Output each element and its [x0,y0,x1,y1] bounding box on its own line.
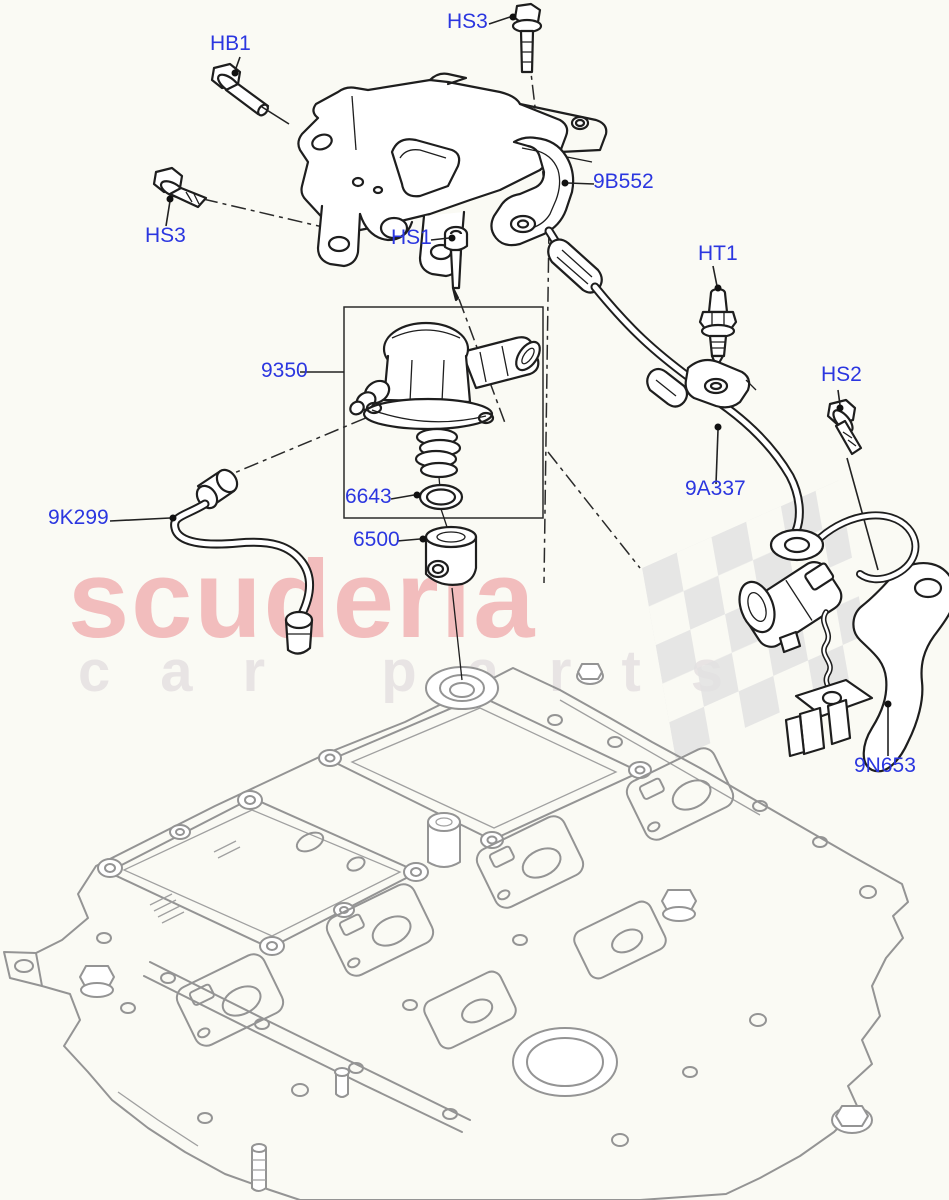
label-leaders [109,13,892,756]
part-label-ht1[interactable]: HT1 [698,242,738,265]
bolt-hs2 [826,398,879,571]
high-pressure-fuel-pump [349,321,541,490]
bracket-9b552 [490,136,575,247]
part-label-9a337[interactable]: 9A337 [685,477,746,500]
purge-valve-assembly [738,511,949,773]
sensor-ht1 [698,287,738,387]
part-label-hs3-left[interactable]: HS3 [145,224,186,247]
part-label-9350[interactable]: 9350 [261,359,308,382]
part-label-9k299[interactable]: 9K299 [48,506,109,529]
part-label-6643[interactable]: 6643 [345,485,392,508]
fuel-pipe-9k299 [170,468,314,655]
manifold-fasteners [79,889,873,1192]
bolt-hb1 [210,62,290,125]
manifold-holes [96,714,877,1147]
part-label-hs1[interactable]: HS1 [391,226,432,249]
part-label-hs2[interactable]: HS2 [821,363,862,386]
watermark-tagline: car parts [78,639,774,704]
part-label-9n653[interactable]: 9N653 [854,754,916,777]
manifold-stub [427,812,461,868]
bolt-hs3-left [152,166,208,209]
spacer-6500 [424,525,478,681]
o-ring-6643 [418,483,464,528]
part-label-9b552[interactable]: 9B552 [593,170,654,193]
part-label-hb1[interactable]: HB1 [210,32,251,55]
pump-mount-boss [425,666,499,710]
bolt-hs3-top [511,2,543,74]
cast-text-hatch [149,840,241,924]
injector-pockets [175,747,735,1050]
intake-manifold-drawing [3,663,909,1200]
part-label-6500[interactable]: 6500 [353,528,400,551]
cover-plate-bolt-ears [97,790,429,956]
manifold-bolt [576,663,604,685]
part-label-hs3-top[interactable]: HS3 [447,10,488,33]
manifold-port [512,1027,618,1097]
fuel-pipe-9a337 [544,226,804,536]
